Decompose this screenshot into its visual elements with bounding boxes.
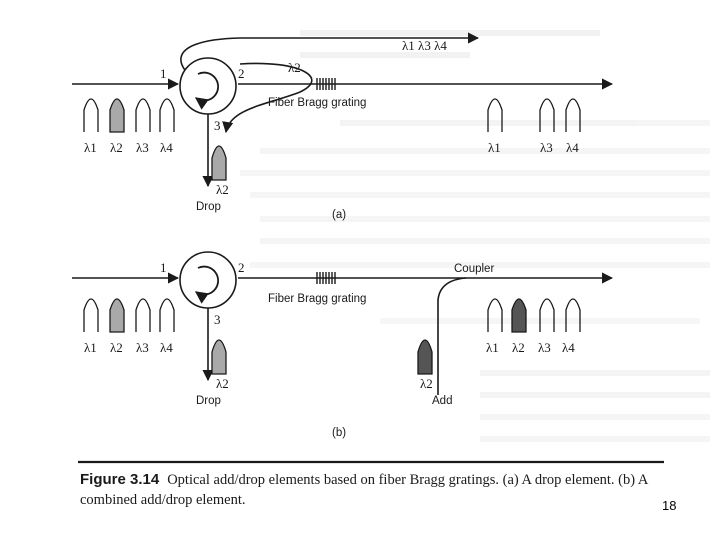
drop-label: Drop <box>196 201 221 213</box>
reflection-loop-line <box>222 62 313 134</box>
drop-label-b: Drop <box>196 395 221 407</box>
circulator-rotation-arrow <box>194 71 220 110</box>
port-3-label-b: 3 <box>214 312 221 327</box>
output-lambda-2-b: λ2 <box>512 340 525 355</box>
pulse-lambda3 <box>135 98 151 132</box>
output-lambda-3: λ3 <box>540 140 553 155</box>
pulse-lambda2-b <box>109 298 125 333</box>
out-pulse-lambda1 <box>487 98 503 132</box>
add-label: Add <box>432 395 452 407</box>
out-pulse-lambda2-b <box>511 298 527 333</box>
pulse-lambda4 <box>159 98 175 132</box>
port-2-label-b: 2 <box>238 260 245 275</box>
panel-a: λ1 λ3 λ4 λ2 1 2 3 Fiber Bragg grating <box>72 32 614 221</box>
out-pulse-lambda4 <box>565 98 581 132</box>
input-lambda-2-b: λ2 <box>110 340 123 355</box>
out-pulse-lambda3 <box>539 98 555 132</box>
output-lambda-3-b: λ3 <box>538 340 551 355</box>
coupler-label: Coupler <box>454 263 494 275</box>
page-number: 18 <box>662 498 677 513</box>
pulse-lambda1 <box>83 98 99 132</box>
dropped-pulse-b <box>211 339 227 375</box>
input-lambda-1: λ1 <box>84 140 97 155</box>
out-pulse-lambda1-b <box>487 298 503 332</box>
added-pulse <box>417 339 433 375</box>
circulator-b <box>179 251 237 309</box>
drop-lambda-label: λ2 <box>216 182 229 197</box>
out-pulse-lambda3-b <box>539 298 555 332</box>
reflected-wavelength-label: λ1 λ3 λ4 <box>402 38 447 53</box>
fiber-bragg-grating <box>316 78 336 90</box>
out-pulse-lambda4-b <box>565 298 581 332</box>
panel-b: 1 2 3 Fiber Bragg grating Coupler λ1 λ2 … <box>72 251 614 439</box>
output-lambda-1: λ1 <box>488 140 501 155</box>
port-1-label-b: 1 <box>160 260 167 275</box>
bleed-through-text <box>240 30 710 442</box>
input-lambda-4: λ4 <box>160 140 173 155</box>
figure-number: Figure 3.14 <box>80 471 160 488</box>
input-pulses <box>83 98 175 133</box>
grating-label: Fiber Bragg grating <box>268 97 366 109</box>
panel-b-tag: (b) <box>332 427 346 439</box>
add-lambda-label: λ2 <box>420 376 433 391</box>
reflected-lambda-label: λ2 <box>288 60 301 75</box>
grating-label-b: Fiber Bragg grating <box>268 293 366 305</box>
drop-lambda-label-b: λ2 <box>216 376 229 391</box>
input-lambda-4-b: λ4 <box>160 340 173 355</box>
caption-text: Optical add/drop elements based on fiber… <box>80 472 648 508</box>
pulse-lambda2 <box>109 98 125 133</box>
output-pulses <box>487 98 581 132</box>
coupler-line <box>437 277 467 395</box>
circulator-rotation-arrow-b <box>194 265 220 304</box>
panel-a-tag: (a) <box>332 209 346 221</box>
input-lambda-1-b: λ1 <box>84 340 97 355</box>
input-lambda-2: λ2 <box>110 140 123 155</box>
port-3-label: 3 <box>214 118 221 133</box>
input-pulses-b <box>83 298 175 333</box>
fiber-bragg-grating-b <box>316 272 336 284</box>
port-2-label: 2 <box>238 66 245 81</box>
dropped-pulse <box>211 145 227 181</box>
circulator <box>179 57 237 115</box>
pulse-lambda4-b <box>159 298 175 332</box>
output-lambda-4-b: λ4 <box>562 340 575 355</box>
pulse-lambda1-b <box>83 298 99 332</box>
output-lambda-4: λ4 <box>566 140 579 155</box>
pulse-lambda3-b <box>135 298 151 332</box>
output-pulses-b <box>487 298 581 333</box>
input-lambda-3-b: λ3 <box>136 340 149 355</box>
port-1-label: 1 <box>160 66 167 81</box>
input-lambda-3: λ3 <box>136 140 149 155</box>
output-lambda-1-b: λ1 <box>486 340 499 355</box>
